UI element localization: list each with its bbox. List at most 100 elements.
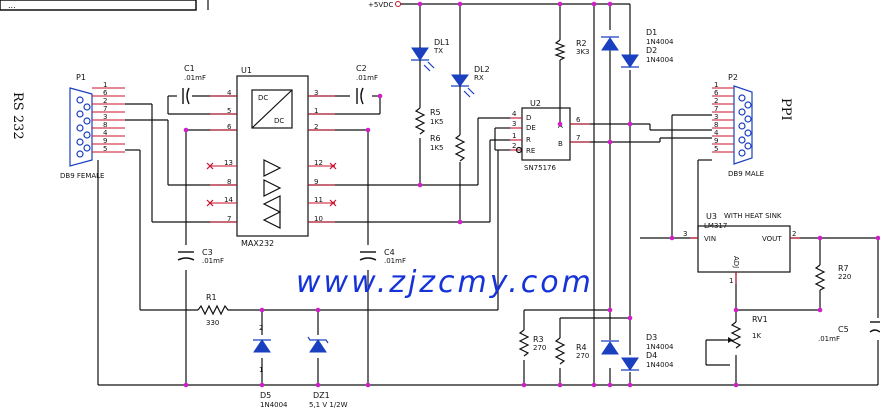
dl2-ref: DL2 [474,65,490,74]
c2-value: .01mF [356,74,378,82]
r2-value: 3K3 [576,48,590,56]
resistor-r5: R5 1K5 [414,107,444,135]
u2-ref: U2 [530,99,541,108]
ic-u2-sn75176: 4 3 1 2 D DE R RE 6 7 A B U2 SN75176 [510,99,590,172]
diode-d4: D3 1N4004 D4 1N4004 [621,333,674,371]
p1-pin: 7 [103,105,107,113]
diode-d3 [601,340,619,355]
rs232-label: RS 232 [10,92,25,140]
p1-pin: 9 [103,137,107,145]
connector-p2: 1 6 2 7 3 8 4 9 5 P2 DB9 MALE PPI [712,73,793,178]
u3-in-label: VIN [704,235,716,243]
resistor-r7: R7 220 [814,264,851,291]
p1-pin: 5 [103,145,107,153]
ppi-label: PPI [778,98,793,121]
dl1-ref: DL1 [434,38,450,47]
d4-ref: D4 [646,351,657,360]
p1-pin: 3 [103,113,107,121]
p2-pin: 9 [714,137,718,145]
rv1-ref: RV1 [752,315,768,324]
d1-part: 1N4004 [646,38,674,46]
u3-pin-adj: 1 [729,277,733,285]
wires [97,3,879,386]
u3-pin-in: 3 [683,230,687,238]
u1-pin: 11 [314,196,323,204]
u2-label: D [526,114,531,122]
capacitor-c4: C4 .01mF [359,248,406,265]
c4-value: .01mF [384,257,406,265]
p1-ref: P1 [76,73,86,82]
u1-pin: 13 [224,159,233,167]
c5-value: .01mF [818,335,840,343]
u1-pin: 6 [227,123,232,131]
p1-pin: 8 [103,121,107,129]
r4-value: 270 [576,352,589,360]
p2-pin: 4 [714,129,719,137]
p1-pin: 2 [103,97,107,105]
dz1-part: 5,1 V 1/2W [309,401,348,409]
r1-value: 330 [206,319,219,327]
r5-value: 1K5 [430,118,444,126]
r5-ref: R5 [430,108,441,117]
p2-pin: 2 [714,97,718,105]
d2-part: 1N4004 [646,56,674,64]
diode-d2: D1 1N4004 D2 1N4004 [621,28,674,68]
c1-value: .01mF [184,74,206,82]
p2-pin: 8 [714,121,718,129]
r6-value: 1K5 [430,144,444,152]
resistor-r3: R3 270 [518,329,546,357]
p2-pin: 6 [714,89,719,97]
u1-pin: 7 [227,215,231,223]
p1-pin: 1 [103,81,107,89]
d2-ref: D2 [646,46,657,55]
u1-dc-out: DC [274,117,284,125]
p1-pin: 6 [103,89,108,97]
c5-ref: C5 [838,325,849,334]
u3-part: LM317 [704,222,727,230]
connector-p1: 1 6 2 7 3 8 4 9 5 P1 DB9 FEMALE RS 232 [10,73,125,180]
u2-part: SN75176 [524,164,556,172]
d5-pin: 2 [259,324,263,332]
ic-u1-max232: DC DC 4 5 6 13 8 14 7 3 1 2 [206,66,337,248]
d1-ref: D1 [646,28,657,37]
junction-dots [183,1,880,388]
resistor-r4: R4 270 [554,337,589,365]
vcc-text: +5VDC [368,1,393,9]
r1-ref: R1 [206,293,217,302]
u1-pin: 5 [227,107,231,115]
u1-pin: 14 [224,196,233,204]
u2-label: RE [526,147,535,155]
c3-ref: C3 [202,248,213,257]
p2-pin: 3 [714,113,718,121]
u3-pin-out: 2 [792,230,796,238]
u1-part: MAX232 [241,239,274,248]
u1-pin: 12 [314,159,323,167]
u1-pin: 1 [314,107,318,115]
r7-value: 220 [838,273,851,281]
u3-ref: U3 [706,212,717,221]
p2-type: DB9 MALE [728,170,764,178]
capacitor-c1: C1 .01mF [182,64,206,105]
u1-pin: 10 [314,215,323,223]
u1-ref: U1 [241,66,252,75]
capacitor-c5: C5 .01mF [818,321,880,343]
d3-part: 1N4004 [646,343,674,351]
r3-value: 270 [533,344,546,352]
vcc-label: +5VDC [368,1,401,9]
dz1-ref: DZ1 [313,391,330,400]
u2-pin: 4 [512,110,517,118]
title-block-text: ... [8,1,16,10]
d4-part: 1N4004 [646,361,674,369]
capacitor-c3: C3 .01mF [177,248,224,265]
u3-note: WITH HEAT SINK [724,212,782,220]
u3-out-label: VOUT [762,235,782,243]
p1-type: DB9 FEMALE [60,172,104,180]
r4-ref: R4 [576,343,587,352]
dl1-label: TX [433,47,443,55]
zener-dz1: DZ1 5,1 V 1/2W [307,336,348,409]
c2-ref: C2 [356,64,367,73]
p1-pin: 4 [103,129,108,137]
resistor-r1: R1 330 [197,293,232,327]
title-block: ... [0,0,209,11]
r7-ref: R7 [838,264,849,273]
